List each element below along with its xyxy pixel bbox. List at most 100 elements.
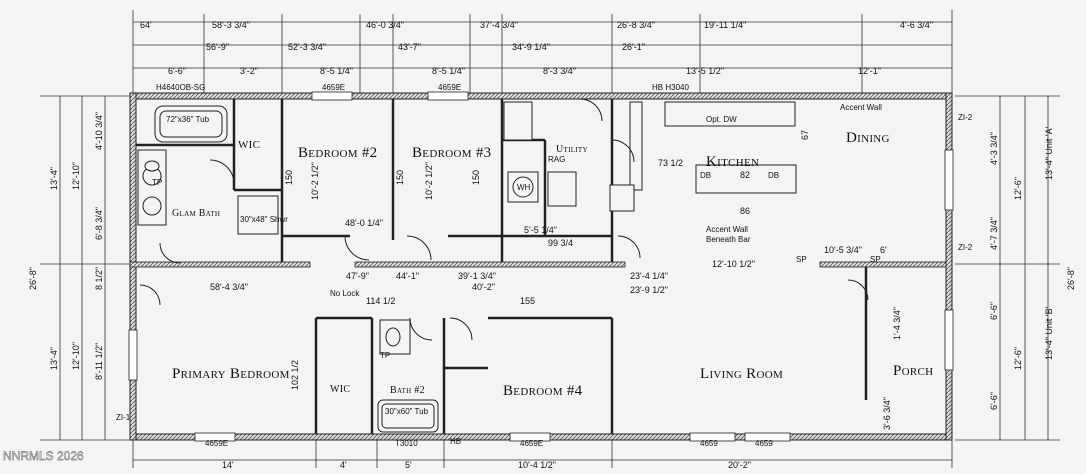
bottom-dimension-texts: 4659E T3010 4659E 4659 4659 14' 4' 5' 10… <box>205 439 773 470</box>
note-rag: RAG <box>548 155 565 164</box>
interior-dim-13: 99 3/4 <box>548 238 573 248</box>
left-dim-5: 12'-10" <box>71 342 81 370</box>
marriage-line <box>129 261 947 268</box>
right-dim-1: 12'-6" <box>1013 177 1023 200</box>
left-dim-7: 8'-11 1/2" <box>94 343 104 380</box>
room-labels: Bedroom #2 Bedroom #3 Kitchen Dining Gla… <box>172 130 933 399</box>
top-dim2-2: 43'-7" <box>398 42 421 52</box>
top-dim3-6: 12'-1" <box>858 66 881 76</box>
right-dim-2: 4'-7 3/4" <box>989 217 999 250</box>
bottom-dim-1: 4' <box>340 460 347 470</box>
top-dim-5: 19'-11 1/4" <box>704 20 746 30</box>
note-tp-2: TP <box>380 351 390 360</box>
note-unit-a: 13'-4" Unit 'A' <box>1044 126 1054 180</box>
room-label-porch: Porch <box>893 363 933 379</box>
top-dim3-2: 8'-5 1/4" <box>320 66 353 76</box>
top-dim-3: 37'-4 3/4" <box>480 20 518 30</box>
top-dim-2: 46'-0 3/4" <box>366 20 404 30</box>
right-dim-8: 3'-6 3/4" <box>882 397 892 430</box>
mid-dim-0: 58'-4 3/4" <box>210 282 248 292</box>
note-zl2-b: ZI-2 <box>958 243 973 252</box>
note-db-2: DB <box>768 171 779 180</box>
left-dim-4: 8 1/2" <box>94 267 104 290</box>
top-dim3-1: 3'-2" <box>240 66 258 76</box>
plan-notes: Accent Wall Accent Wall Beneath Bar 72"x… <box>116 83 1054 446</box>
left-dim-1: 12'-10" <box>71 162 81 190</box>
top-dim-4: 26'-8 3/4" <box>617 20 655 30</box>
left-dim-0: 13'-4" <box>49 167 59 190</box>
interior-dim-5: 48'-0 1/4" <box>345 218 383 228</box>
top-dim2-3: 34'-9 1/4" <box>512 42 550 52</box>
watermark: NNRMLS 2026 <box>3 449 84 463</box>
top-dim2-1: 52'-3 3/4" <box>288 42 326 52</box>
room-label-glam-bath: Glam Bath <box>172 208 220 219</box>
right-dim-6: 6'-6" <box>989 392 999 410</box>
note-hb-h3040: HB H3040 <box>652 83 689 92</box>
note-no-lock: No Lock <box>330 289 360 298</box>
right-dimension-texts: 4'-3 3/4" 12'-6" 4'-7 3/4" 26'-8" 6'-6" … <box>882 132 1076 430</box>
interior-dim-0: 150 <box>284 170 294 185</box>
interior-walls <box>136 99 868 434</box>
interior-dim-12: 73 1/2 <box>658 158 683 168</box>
room-label-bedroom-3: Bedroom #3 <box>412 145 491 161</box>
interior-dim-11: 67 <box>800 130 810 140</box>
note-db-1: DB <box>700 171 711 180</box>
bottom-dimension-lines <box>132 440 953 468</box>
note-sp-2: SP <box>870 255 881 264</box>
window-label-bottom-2: T3010 <box>395 439 418 448</box>
top-dimension-texts: 64' 58'-3 3/4" 46'-0 3/4" 37'-4 3/4" 26'… <box>140 20 933 92</box>
fixtures <box>137 101 797 433</box>
mid-dim-7: 12'-10 1/2" <box>712 259 755 269</box>
mid-dim-5: 23'-4 1/4" <box>630 271 668 281</box>
mid-dim-8: 10'-5 3/4" <box>824 245 862 255</box>
bottom-dim-0: 14' <box>222 460 234 470</box>
top-dim2-4: 26'-1" <box>622 42 645 52</box>
top-dim3-0: 6'-6" <box>168 66 186 76</box>
bottom-dim-4: 20'-2" <box>728 460 751 470</box>
room-label-primary-bedroom: Primary Bedroom <box>172 366 290 382</box>
note-window-h4640: H4640OB-SG <box>156 83 205 92</box>
mid-dimension-texts: 58'-4 3/4" 47'-9" 44'-1" 39'-1 3/4" 40'-… <box>210 245 887 295</box>
note-tub-bottom: 30"x60" Tub <box>385 407 429 416</box>
note-accent-wall-top: Accent Wall <box>840 103 882 112</box>
top-dim-0: 64' <box>140 20 152 30</box>
interior-dim-8: 155 <box>520 296 535 306</box>
window-label-bottom-1: 4659E <box>205 439 228 448</box>
room-label-dining: Dining <box>846 130 890 146</box>
right-dim-3: 26'-8" <box>1066 267 1076 290</box>
note-sp-1: SP <box>796 255 807 264</box>
note-zl2-a: ZI-2 <box>958 113 973 122</box>
side-dimension-lines <box>40 95 1060 441</box>
room-label-bath-2: Bath #2 <box>390 385 425 396</box>
note-wh: WH <box>517 183 531 192</box>
mid-dim-9: 6' <box>880 245 887 255</box>
window-label-bottom-4: 4659 <box>700 439 718 448</box>
bottom-dim-2: 5' <box>405 460 412 470</box>
note-zl1: ZI-1 <box>116 413 131 422</box>
top-dim3-5: 13'-5 1/2" <box>686 66 724 76</box>
room-label-wic-top: WIC <box>238 139 260 151</box>
top-dim3-4: 8'-3 3/4" <box>543 66 576 76</box>
mid-dim-1: 47'-9" <box>346 271 369 281</box>
top-dim2-0: 56'-9" <box>206 42 229 52</box>
note-beneath-bar: Beneath Bar <box>706 235 751 244</box>
right-dim-0: 4'-3 3/4" <box>989 132 999 165</box>
interior-dim-4: 10'-2 1/2" <box>424 162 434 200</box>
room-label-living-room: Living Room <box>700 366 783 382</box>
interior-dim-7: 114 1/2 <box>366 296 395 306</box>
right-dim-4: 6'-6" <box>989 302 999 320</box>
room-label-wic-primary: WIC <box>330 384 350 395</box>
left-dim-6: 13'-4" <box>49 347 59 370</box>
window-label-bottom-3: 4659E <box>520 439 543 448</box>
note-hb-bottom: HB <box>450 437 461 446</box>
interior-dim-3: 10'-2 1/2" <box>310 162 320 200</box>
window-label-top-2: 4659E <box>438 83 461 92</box>
mid-dim-3: 39'-1 3/4" <box>458 271 496 281</box>
note-unit-b: 13'-4" Unit 'B' <box>1044 306 1054 360</box>
room-label-bedroom-4: Bedroom #4 <box>503 383 583 399</box>
interior-dimension-texts: 150 150 150 10'-2 1/2" 10'-2 1/2" 48'-0 … <box>284 130 810 390</box>
note-opt-dw: Opt. DW <box>706 115 737 124</box>
left-dimension-texts: 13'-4" 12'-10" 4'-10 3/4" 6'-8 3/4" 8 1/… <box>28 112 104 380</box>
room-label-bedroom-2: Bedroom #2 <box>298 145 377 161</box>
